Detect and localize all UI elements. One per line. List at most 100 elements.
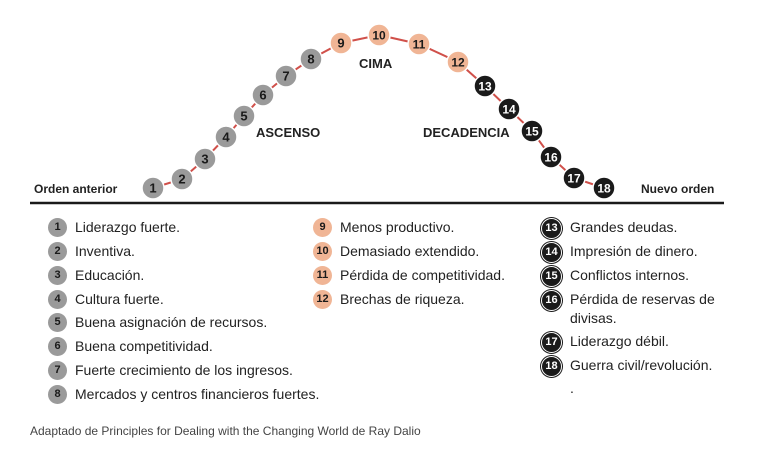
stage-node-circle bbox=[592, 176, 616, 200]
stage-node-11: 11 bbox=[407, 32, 431, 56]
stage-node-4: 4 bbox=[214, 125, 238, 149]
stage-node-12: 12 bbox=[446, 50, 470, 74]
legend-badge: 13 bbox=[541, 218, 562, 239]
label-decadencia: DECADENCIA bbox=[423, 125, 510, 140]
legend-badge: 5 bbox=[48, 313, 67, 332]
stage-node-18: 18 bbox=[592, 176, 616, 200]
stage-node-number: 8 bbox=[307, 52, 314, 67]
legend-badge: 10 bbox=[313, 242, 332, 261]
legend-badge: 11 bbox=[313, 266, 332, 285]
legend-item-5: 5 Buena asignación de recursos. bbox=[48, 313, 348, 332]
stage-node-13: 13 bbox=[473, 74, 497, 98]
legend-badge: 16 bbox=[541, 290, 562, 311]
stage-node-10: 10 bbox=[367, 23, 391, 47]
stage-node-circle bbox=[170, 167, 194, 191]
stage-node-number: 14 bbox=[502, 103, 516, 117]
stage-node-circle bbox=[562, 166, 586, 190]
stage-node-9: 9 bbox=[329, 31, 353, 55]
legend-badge: 9 bbox=[313, 218, 332, 237]
footer-credit: Adaptado de Principles for Dealing with … bbox=[30, 424, 421, 438]
legend-badge: 6 bbox=[48, 337, 67, 356]
legend-text: Buena asignación de recursos. bbox=[75, 314, 268, 330]
stage-node-15: 15 bbox=[520, 119, 544, 143]
legend-item-12: 12 Brechas de riqueza. bbox=[313, 290, 543, 309]
label-ascenso: ASCENSO bbox=[256, 125, 321, 140]
stage-node-7: 7 bbox=[274, 64, 298, 88]
stage-node-number: 2 bbox=[178, 172, 185, 187]
stage-node-5: 5 bbox=[232, 104, 256, 128]
stage-node-2: 2 bbox=[170, 167, 194, 191]
legend-text: Demasiado extendido. bbox=[340, 243, 480, 259]
legend-text: Menos productivo. bbox=[340, 219, 455, 235]
legend-item-11: 11 Pérdida de competitividad. bbox=[313, 266, 543, 285]
stage-node-number: 9 bbox=[337, 36, 344, 51]
stage-node-number: 7 bbox=[282, 69, 289, 84]
legend-item-9: 9 Menos productivo. bbox=[313, 218, 543, 237]
legend-badge: 12 bbox=[313, 290, 332, 309]
legend-badge: 2 bbox=[48, 242, 67, 261]
stage-node-3: 3 bbox=[193, 147, 217, 171]
stage-node-circle bbox=[274, 64, 298, 88]
legend-text: Mercados y centros financieros fuertes. bbox=[75, 386, 320, 402]
stage-node-number: 3 bbox=[201, 152, 208, 167]
stage-node-circle bbox=[214, 125, 238, 149]
stage-node-circle bbox=[497, 97, 521, 121]
label-cima: CIMA bbox=[359, 56, 393, 71]
stage-node-number: 1 bbox=[149, 181, 156, 196]
legend-item-16: 16 Pérdida de reservas de divisas. bbox=[541, 290, 721, 328]
trailing-dot: . bbox=[570, 380, 574, 396]
legend-badge: 1 bbox=[48, 218, 67, 237]
stage-node-number: 15 bbox=[525, 125, 539, 139]
stage-node-circle bbox=[329, 31, 353, 55]
stage-node-circle bbox=[473, 74, 497, 98]
legend-badge: 8 bbox=[48, 385, 67, 404]
legend-badge: 14 bbox=[541, 242, 562, 263]
legend-item-8: 8 Mercados y centros financieros fuertes. bbox=[48, 385, 348, 404]
legend-item-13: 13 Grandes deudas. bbox=[541, 218, 741, 239]
stage-node-circle bbox=[367, 23, 391, 47]
stage-node-circle bbox=[520, 119, 544, 143]
legend-text: Inventiva. bbox=[75, 243, 135, 259]
stage-node-circle bbox=[407, 32, 431, 56]
legend-text: Pérdida de competitividad. bbox=[340, 267, 505, 283]
legend-text: Fuerte crecimiento de los ingresos. bbox=[75, 362, 293, 378]
legend-text: Guerra civil/revolución. bbox=[570, 357, 713, 373]
stage-node-circle bbox=[299, 47, 323, 71]
legend-item-2: 2 Inventiva. bbox=[48, 242, 348, 261]
stage-node-number: 5 bbox=[240, 109, 247, 124]
legend-text: Educación. bbox=[75, 267, 145, 283]
legend-text: Brechas de riqueza. bbox=[340, 291, 465, 307]
stage-node-circle bbox=[539, 145, 563, 169]
legend-text: Conflictos internos. bbox=[570, 267, 690, 283]
stage-node-number: 17 bbox=[567, 172, 581, 186]
legend-badge: 3 bbox=[48, 266, 67, 285]
stage-node-number: 6 bbox=[259, 88, 266, 103]
legend-text: Impresión de dinero. bbox=[570, 243, 698, 259]
legend-badge: 4 bbox=[48, 290, 67, 309]
stage-node-17: 17 bbox=[562, 166, 586, 190]
label-nuevo-orden: Nuevo orden bbox=[641, 182, 715, 196]
legend-text: Pérdida de reservas de divisas. bbox=[570, 291, 715, 326]
stage-node-8: 8 bbox=[299, 47, 323, 71]
stage-node-circle bbox=[446, 50, 470, 74]
stage-node-circle bbox=[193, 147, 217, 171]
label-orden-anterior: Orden anterior bbox=[34, 182, 118, 196]
legend-item-6: 6 Buena competitividad. bbox=[48, 337, 348, 356]
stage-node-16: 16 bbox=[539, 145, 563, 169]
legend-badge: 17 bbox=[541, 332, 562, 353]
stage-node-number: 12 bbox=[451, 56, 465, 70]
stage-node-circle bbox=[251, 83, 275, 107]
legend-text: Grandes deudas. bbox=[570, 219, 678, 235]
legend-text: Liderazgo fuerte. bbox=[75, 219, 181, 235]
stage-node-number: 13 bbox=[478, 80, 492, 94]
legend-text: Buena competitividad. bbox=[75, 338, 213, 354]
legend-text: Liderazgo débil. bbox=[570, 333, 669, 349]
stage-node-number: 10 bbox=[372, 29, 386, 43]
legend-item-10: 10 Demasiado extendido. bbox=[313, 242, 543, 261]
